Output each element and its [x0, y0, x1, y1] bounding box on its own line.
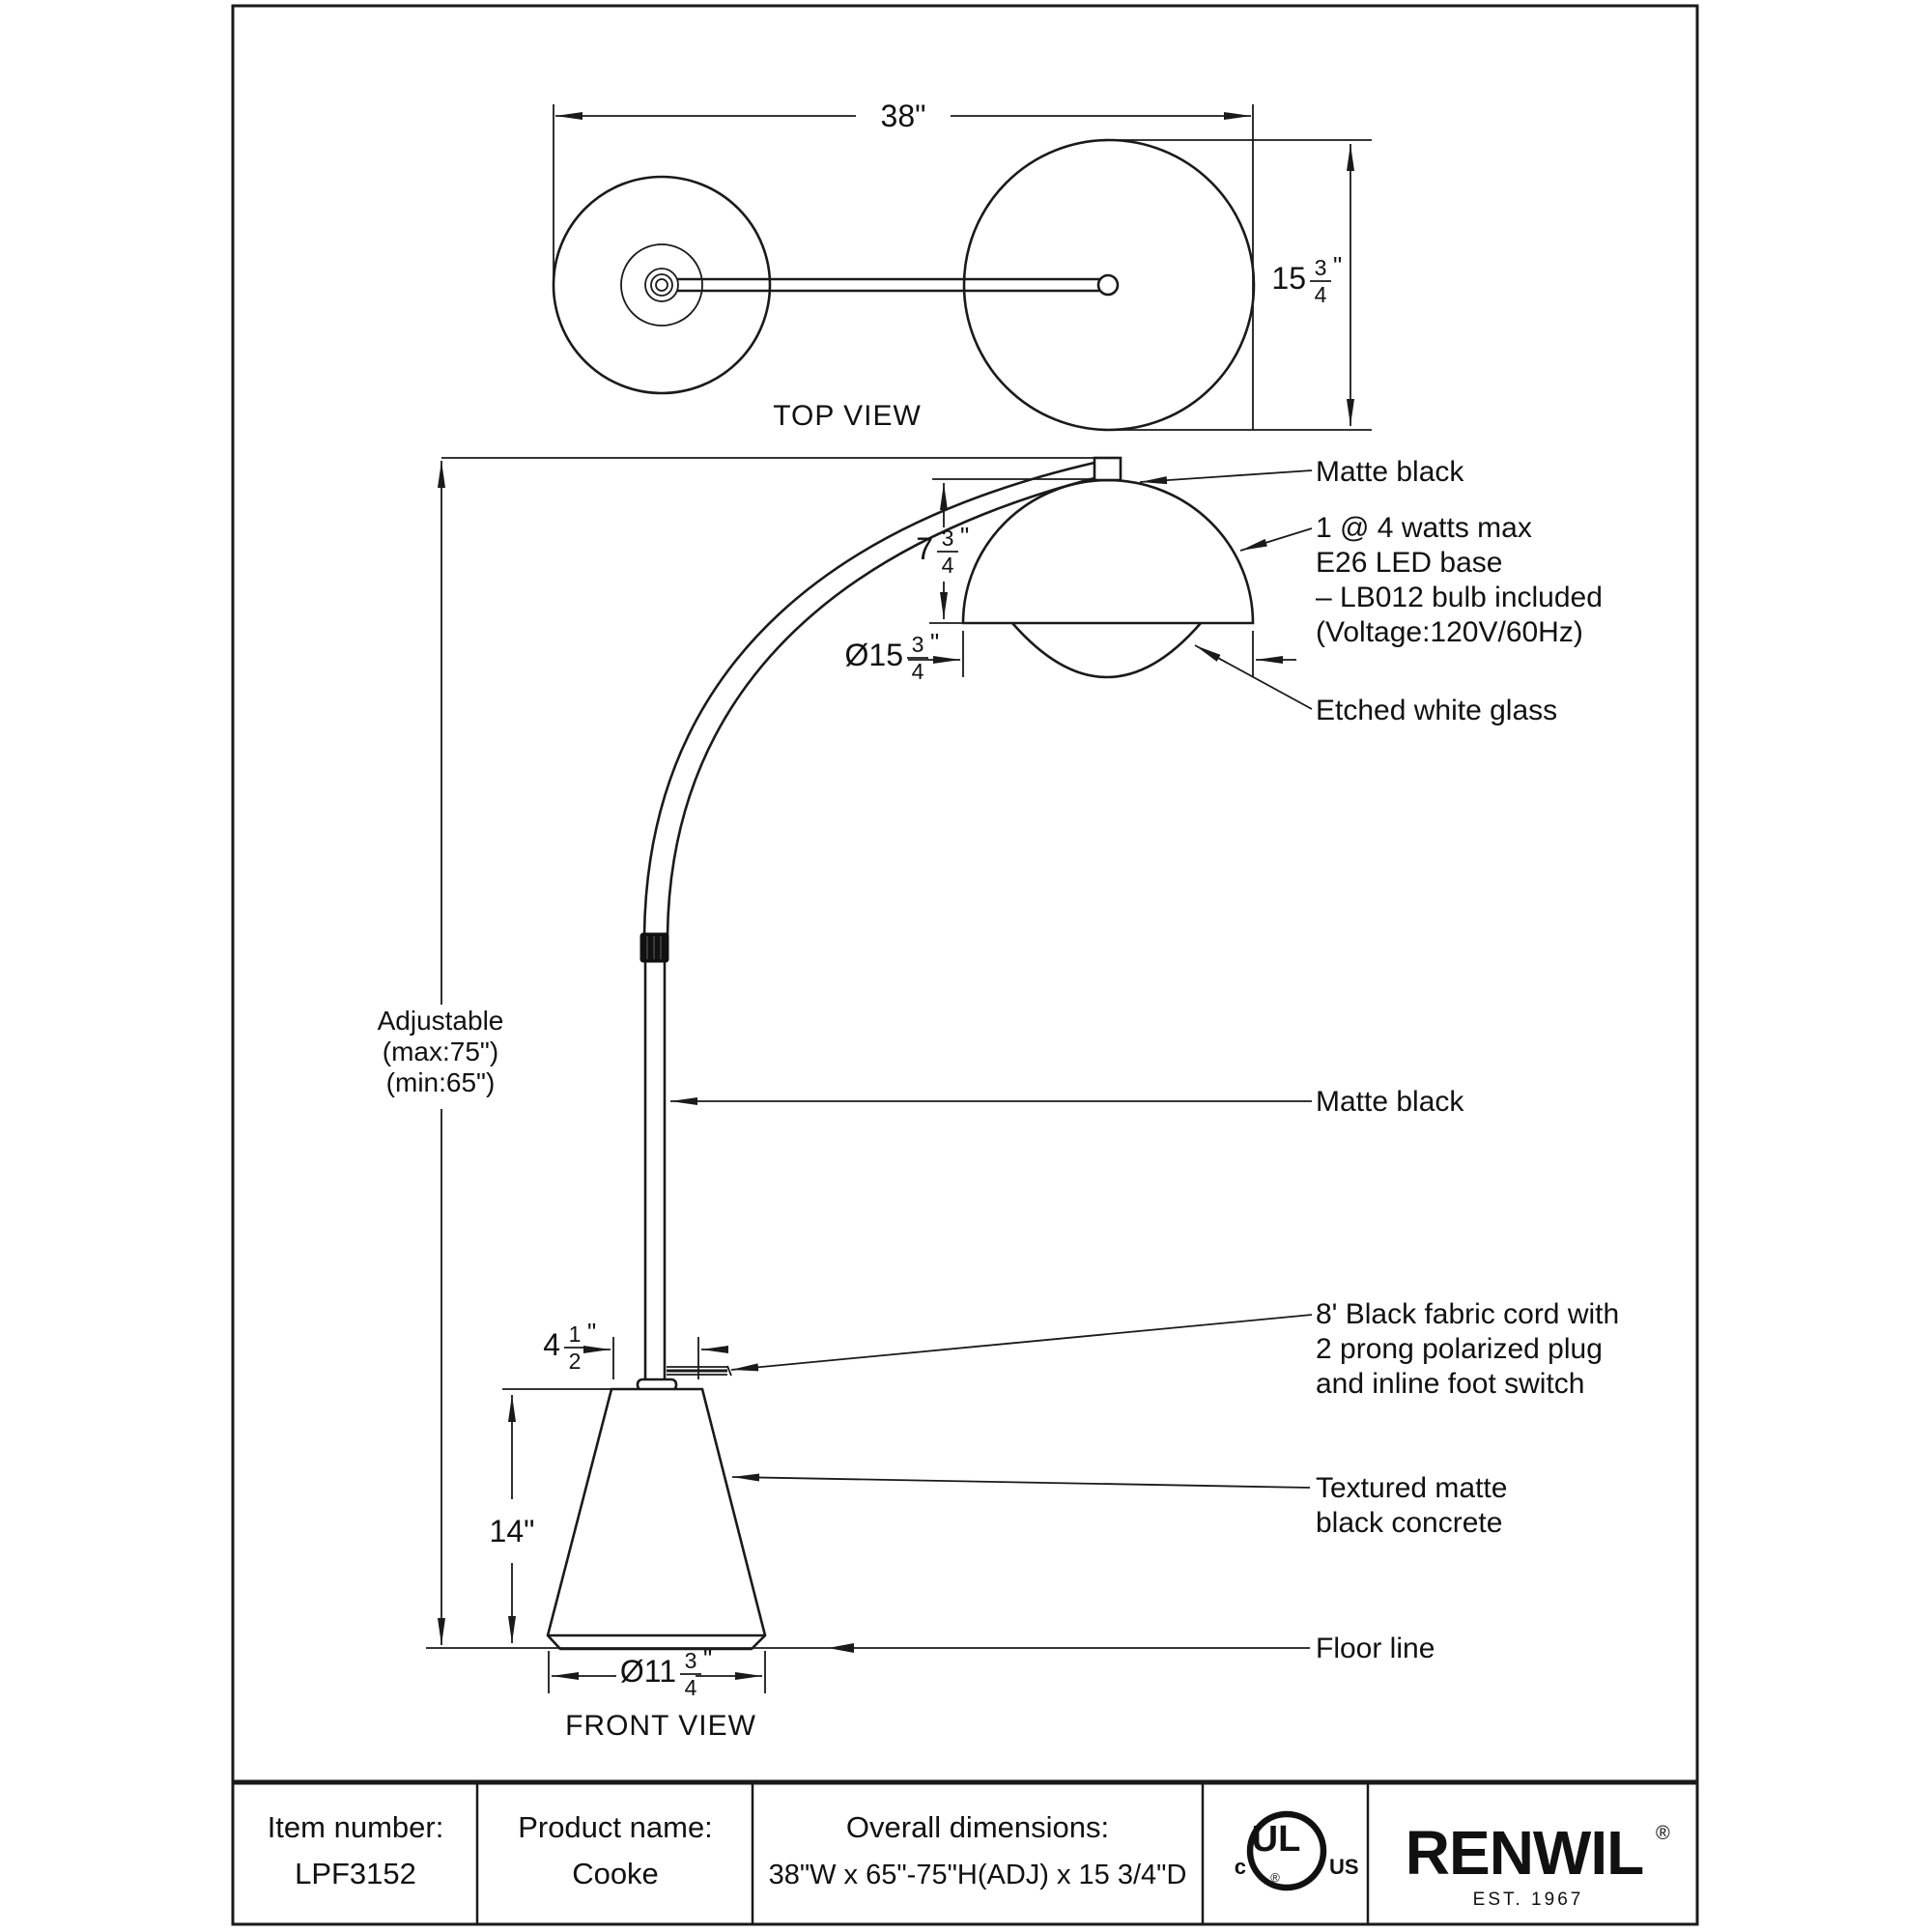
annotation-cord-3: and inline foot switch	[1316, 1368, 1585, 1400]
annotation-bulb-4: (Voltage:120V/60Hz)	[1316, 616, 1583, 648]
annotation-floor: Floor line	[1316, 1633, 1435, 1664]
overall-dimensions-value: 38"W x 65"-75"H(ADJ) x 15 3/4"D	[769, 1860, 1187, 1890]
annotation-bulb-1: 1 @ 4 watts max	[1316, 512, 1532, 544]
annotation-glass: Etched white glass	[1316, 695, 1557, 726]
svg-text:Ø15: Ø15	[845, 638, 903, 672]
svg-text:2: 2	[569, 1349, 582, 1374]
product-name-label: Product name:	[518, 1810, 713, 1844]
svg-text:UL: UL	[1252, 1819, 1301, 1860]
svg-text:4: 4	[942, 553, 954, 578]
shade-cap	[1093, 456, 1122, 482]
ul-certification-icon: UL c US ®	[1235, 1810, 1359, 1891]
renwil-logo: RENWIL ® EST. 1967	[1406, 1818, 1670, 1910]
svg-text:US: US	[1329, 1855, 1359, 1879]
svg-text:4: 4	[1315, 282, 1327, 307]
svg-text:": "	[930, 628, 939, 657]
svg-text:": "	[703, 1644, 712, 1673]
svg-text:15: 15	[1271, 261, 1306, 296]
adjustable-line-3: (min:65")	[386, 1067, 496, 1097]
annotation-matte-black-top: Matte black	[1316, 456, 1464, 488]
lamp-arm-outer-curve	[642, 461, 1095, 936]
svg-text:Ø11: Ø11	[620, 1654, 676, 1689]
front-view-drawing	[546, 456, 1255, 1651]
svg-text:3: 3	[942, 526, 954, 551]
dim-shade-dia: Ø15 3 4 "	[845, 628, 940, 684]
item-number-value: LPF3152	[295, 1857, 416, 1890]
glass-diffuser	[1011, 622, 1202, 679]
svg-text:EST. 1967: EST. 1967	[1473, 1889, 1584, 1910]
power-cord	[667, 1365, 732, 1377]
annotation-bulb-3: – LB012 bulb included	[1316, 582, 1603, 613]
adjustable-line-2: (max:75")	[383, 1037, 498, 1066]
svg-text:": "	[1333, 251, 1342, 280]
svg-text:RENWIL: RENWIL	[1406, 1818, 1643, 1888]
lamp-arm-inner-curve	[666, 476, 1095, 936]
top-view-drawing	[552, 138, 1256, 432]
top-view-label: TOP VIEW	[773, 400, 922, 432]
svg-text:4: 4	[912, 659, 924, 684]
annotation-base-2: black concrete	[1316, 1507, 1502, 1539]
title-block: Item number: LPF3152 Product name: Cooke…	[233, 1779, 1697, 1924]
svg-text:3: 3	[685, 1648, 697, 1673]
concrete-base	[546, 1387, 767, 1651]
svg-text:c: c	[1235, 1855, 1246, 1879]
svg-text:3: 3	[912, 632, 924, 657]
item-number-label: Item number:	[268, 1810, 444, 1844]
annotation-leaders	[670, 469, 1313, 1489]
svg-text:1: 1	[569, 1321, 582, 1347]
dim-base-height: 14"	[490, 1514, 535, 1548]
svg-text:4: 4	[543, 1327, 560, 1362]
annotation-bulb-2: E26 LED base	[1316, 547, 1502, 579]
svg-text:3: 3	[1315, 255, 1327, 280]
top-view-dimensions: 38" 15 3 4 "	[553, 99, 1372, 431]
dim-top-depth: 15 3 4 "	[1271, 251, 1342, 307]
annotation-cord-2: 2 prong polarized plug	[1316, 1333, 1603, 1365]
svg-text:": "	[960, 522, 969, 551]
annotation-cord-1: 8' Black fabric cord with	[1316, 1298, 1619, 1330]
svg-text:": "	[587, 1318, 596, 1347]
sheet-border	[231, 4, 1699, 1926]
svg-text:4: 4	[685, 1675, 697, 1700]
front-view-dimensions: Adjustable (max:75") (min:65") 7 3 4 " Ø…	[378, 457, 1310, 1700]
shade-dome	[961, 478, 1255, 625]
annotation-texts: Matte black 1 @ 4 watts max E26 LED base…	[1316, 456, 1619, 1664]
dim-base-dia: Ø11 3 4 "	[620, 1644, 712, 1700]
svg-text:®: ®	[1656, 1823, 1670, 1844]
annotation-matte-black-pole: Matte black	[1316, 1086, 1464, 1118]
dim-top-width: 38"	[881, 99, 926, 133]
product-name-value: Cooke	[572, 1857, 659, 1890]
dim-cord-offset: 4 1 2 "	[543, 1318, 596, 1374]
svg-text:7: 7	[916, 531, 933, 566]
annotation-base-1: Textured matte	[1316, 1472, 1507, 1504]
front-view-label: FRONT VIEW	[565, 1710, 756, 1742]
dim-shade-height: 7 3 4 "	[916, 522, 969, 578]
svg-text:®: ®	[1270, 1870, 1280, 1885]
overall-dimensions-label: Overall dimensions:	[846, 1810, 1109, 1844]
adjustable-line-1: Adjustable	[378, 1006, 504, 1036]
